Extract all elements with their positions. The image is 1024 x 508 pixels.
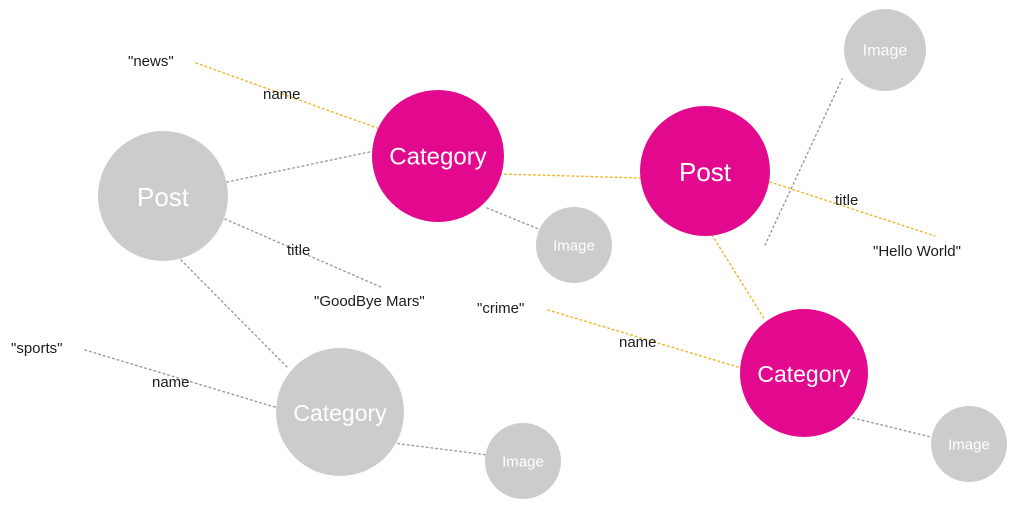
node-label: Post	[679, 157, 732, 187]
edge-property-label: title	[835, 192, 859, 209]
edge-property-label: name	[152, 374, 190, 391]
graph-node[interactable]: Post	[98, 131, 228, 261]
node-label: Image	[948, 437, 990, 454]
node-label: Category	[757, 361, 851, 387]
graph-node[interactable]: Image	[536, 207, 612, 283]
node-circle[interactable]	[640, 106, 770, 236]
edge-property-label: title	[287, 242, 311, 259]
graph-edge[interactable]	[499, 173, 642, 179]
node-circle[interactable]	[536, 207, 612, 283]
graph-edge[interactable]	[226, 150, 375, 183]
node-circle[interactable]	[372, 90, 504, 222]
graph-node[interactable]: Category	[372, 90, 504, 222]
graph-edge[interactable]	[769, 181, 936, 237]
graph-edge[interactable]	[84, 349, 279, 409]
graph-node[interactable]: Image	[844, 9, 926, 91]
node-circle[interactable]	[485, 423, 561, 499]
graph-node[interactable]: Post	[640, 106, 770, 236]
node-label: Image	[502, 454, 544, 471]
property-value-label: "news"	[128, 53, 174, 70]
graph-edge[interactable]	[764, 78, 843, 246]
node-circle[interactable]	[931, 406, 1007, 482]
node-circle[interactable]	[276, 348, 404, 476]
graph-edge[interactable]	[547, 309, 742, 369]
graph-edge[interactable]	[486, 207, 547, 233]
graph-edge[interactable]	[852, 417, 936, 439]
edge-property-label: name	[263, 86, 301, 103]
edge-property-label: name	[619, 334, 657, 351]
node-circle[interactable]	[740, 309, 868, 437]
graph-node[interactable]: Category	[276, 348, 404, 476]
edges-layer	[84, 62, 936, 456]
node-circle[interactable]	[844, 9, 926, 91]
graph-node[interactable]: Category	[740, 309, 868, 437]
node-label: Category	[293, 400, 387, 426]
graph-node[interactable]: Image	[931, 406, 1007, 482]
property-value-label: "GoodBye Mars"	[314, 293, 425, 310]
property-value-label: "crime"	[477, 300, 525, 317]
node-label: Category	[389, 144, 486, 171]
graph-edge[interactable]	[180, 259, 290, 370]
property-value-label: "sports"	[11, 340, 63, 357]
node-label: Image	[863, 43, 908, 60]
graph-edge[interactable]	[711, 234, 766, 321]
property-value-label: "Hello World"	[873, 243, 961, 260]
graph-edge[interactable]	[224, 218, 384, 289]
graph-edge[interactable]	[392, 442, 489, 456]
graph-node[interactable]: Image	[485, 423, 561, 499]
node-label: Image	[553, 238, 595, 255]
node-label: Post	[137, 182, 190, 212]
graph-edge[interactable]	[195, 62, 381, 130]
node-circle[interactable]	[98, 131, 228, 261]
